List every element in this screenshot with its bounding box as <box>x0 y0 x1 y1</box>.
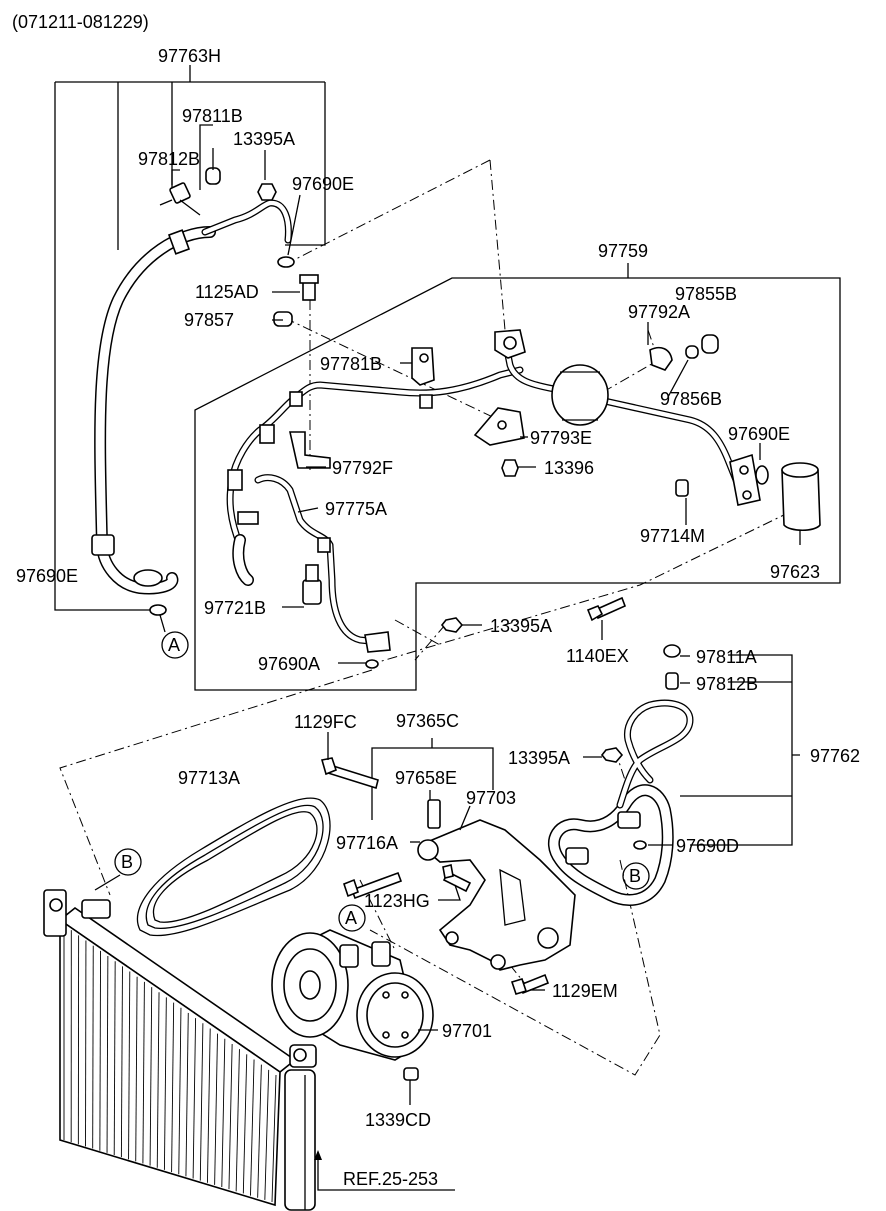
brackets-mid <box>289 334 821 532</box>
part-97792F: 97792F <box>332 458 393 478</box>
pipe-97775A <box>254 474 391 669</box>
part-13395A-top: 13395A <box>233 129 295 149</box>
fittings-top <box>159 167 319 327</box>
part-13395A-low: 13395A <box>508 748 570 768</box>
dashed-leaders <box>59 159 791 1076</box>
marker-a-top: A <box>159 614 189 659</box>
part-97812B-top: 97812B <box>138 149 200 169</box>
part-97812B-low: 97812B <box>696 674 758 694</box>
part-97855B: 97855B <box>675 284 737 304</box>
compressor-97701 <box>271 929 434 1081</box>
part-13395A-mid: 13395A <box>490 616 552 636</box>
part-1129FC: 1129FC <box>294 712 357 732</box>
part-97759: 97759 <box>598 241 648 261</box>
bracket-97703 <box>320 757 576 995</box>
part-97781B: 97781B <box>320 354 382 374</box>
label-leaders <box>171 124 801 1105</box>
part-97658E: 97658E <box>395 768 457 788</box>
part-labels: 97763H 97811B 97812B 13395A 97690E 97759… <box>16 46 860 1189</box>
part-97811A: 97811A <box>696 647 757 667</box>
marker-a-bottom: A <box>338 904 366 932</box>
marker-b-right: B <box>622 862 650 890</box>
part-97690E-right: 97690E <box>728 424 790 444</box>
part-1339CD: 1339CD <box>365 1110 431 1130</box>
part-97775A: 97775A <box>325 499 387 519</box>
part-97856B: 97856B <box>660 389 722 409</box>
svg-text:B: B <box>121 852 133 872</box>
discharge-hose-97762 <box>548 644 694 906</box>
bracket-97762 <box>680 654 800 846</box>
part-97703: 97703 <box>466 788 516 808</box>
part-13396: 13396 <box>544 458 594 478</box>
svg-text:B: B <box>629 866 641 886</box>
part-97690A: 97690A <box>258 654 320 674</box>
part-97690E-top: 97690E <box>292 174 354 194</box>
bracket-97763H <box>54 65 326 611</box>
part-97716A: 97716A <box>336 833 398 853</box>
part-97762: 97762 <box>810 746 860 766</box>
part-97792A: 97792A <box>628 302 690 322</box>
marker-b-left: B <box>94 848 142 891</box>
box-97759 <box>194 263 841 691</box>
part-1140EX: 1140EX <box>566 646 629 666</box>
suction-hose-97763H <box>91 199 295 616</box>
part-97690D: 97690D <box>676 836 739 856</box>
part-1123HG: 1123HG <box>364 891 430 911</box>
part-1125AD: 1125AD <box>195 282 259 302</box>
part-97857: 97857 <box>184 310 234 330</box>
part-97763H: 97763H <box>158 46 221 66</box>
date-range-label: (071211-081229) <box>12 12 149 32</box>
ref-label: REF.25-253 <box>343 1169 438 1189</box>
part-1129EM: 1129EM <box>552 981 618 1001</box>
part-97701: 97701 <box>442 1021 492 1041</box>
ref-arrow <box>314 1150 455 1191</box>
belt-97713A <box>136 797 331 937</box>
part-97623: 97623 <box>770 562 820 582</box>
part-97811B: 97811B <box>182 106 243 126</box>
part-97793E: 97793E <box>530 428 592 448</box>
liquid-line-97759 <box>226 329 769 586</box>
condenser <box>43 889 317 1211</box>
fasteners-mid <box>440 596 627 633</box>
part-97713A: 97713A <box>178 768 240 788</box>
part-97690E-left: 97690E <box>16 566 78 586</box>
svg-text:A: A <box>168 635 180 655</box>
part-97721B: 97721B <box>204 598 266 618</box>
part-97714M: 97714M <box>640 526 705 546</box>
svg-text:A: A <box>345 908 357 928</box>
part-97365C: 97365C <box>396 711 459 731</box>
